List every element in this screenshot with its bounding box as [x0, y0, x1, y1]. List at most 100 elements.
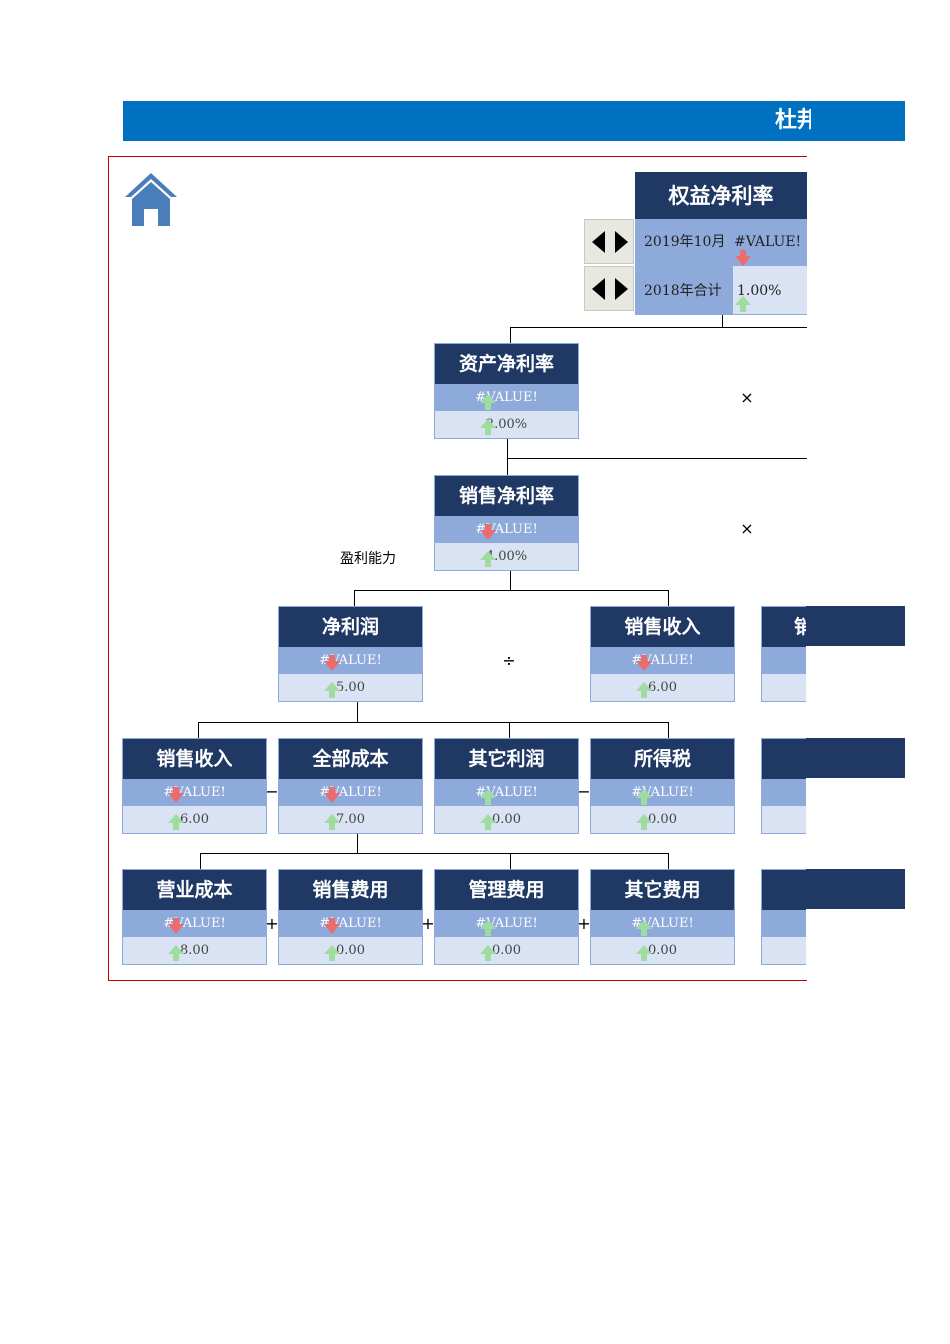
trend-down-icon [324, 655, 340, 671]
node-sales-revenue[interactable]: 销售收入 #VALUE! 6.00 [590, 606, 735, 702]
connector [357, 834, 358, 854]
node-current-value: #VALUE! [123, 779, 266, 806]
top-row-bg-1 [635, 219, 807, 266]
connector [200, 853, 669, 854]
node-partial-right[interactable]: 销 [761, 606, 806, 702]
trend-up-icon [168, 945, 184, 961]
node-current-value [762, 647, 806, 674]
operator-divide: ÷ [502, 651, 516, 670]
node-income-tax[interactable]: 所得税 #VALUE! 0.00 [590, 738, 735, 834]
period-switch-1[interactable] [584, 219, 634, 264]
operator-times: × [740, 519, 754, 538]
operator-times: × [740, 388, 754, 407]
trend-up-icon [480, 394, 496, 410]
trend-up-icon [480, 551, 496, 567]
node-current-value [762, 910, 806, 937]
node-current-value: #VALUE! [435, 384, 578, 411]
triangle-right-icon[interactable] [615, 231, 628, 253]
node-total-cost[interactable]: 全部成本 #VALUE! 7.00 [278, 738, 423, 834]
operator-plus: + [421, 914, 435, 933]
trend-up-icon [168, 814, 184, 830]
trend-down-icon [168, 787, 184, 803]
node-partial-right[interactable] [761, 869, 806, 965]
node-title: 管理费用 [435, 870, 578, 910]
node-prev-value: 8.00 [123, 937, 266, 964]
connector [198, 722, 669, 723]
top-node-header: 权益净利率 [635, 172, 807, 219]
node-prev-value: 0.00 [435, 806, 578, 833]
node-title: 销售净利率 [435, 476, 578, 516]
node-title [762, 739, 806, 779]
node-prev-value: 2.00% [435, 411, 578, 438]
node-prev-value: 0.00 [279, 937, 422, 964]
trend-down-icon [168, 918, 184, 934]
node-current-value: #VALUE! [279, 647, 422, 674]
title-banner: 杜邦 [123, 101, 905, 141]
node-current-value: #VALUE! [435, 910, 578, 937]
operator-plus: + [265, 914, 279, 933]
node-current-value: #VALUE! [591, 647, 734, 674]
node-asset-profit[interactable]: 资产净利率 #VALUE! 2.00% [434, 343, 579, 439]
top-period-1: 2019年10月 [644, 234, 726, 250]
trend-up-icon [324, 945, 340, 961]
node-current-value: #VALUE! [279, 779, 422, 806]
trend-up-icon [636, 814, 652, 830]
node-title: 净利润 [279, 607, 422, 647]
operator-plus: + [577, 914, 591, 933]
node-title: 营业成本 [123, 870, 266, 910]
node-title: 所得税 [591, 739, 734, 779]
node-admin-expense[interactable]: 管理费用 #VALUE! 0.00 [434, 869, 579, 965]
node-sales-profit[interactable]: 销售净利率 #VALUE! 4.00% [434, 475, 579, 571]
connector [722, 315, 723, 327]
node-title: 销售收入 [123, 739, 266, 779]
trend-up-icon [636, 945, 652, 961]
node-other-expense[interactable]: 其它费用 #VALUE! 0.00 [590, 869, 735, 965]
node-other-profit[interactable]: 其它利润 #VALUE! 0.00 [434, 738, 579, 834]
triangle-left-icon[interactable] [592, 231, 605, 253]
node-title: 销售费用 [279, 870, 422, 910]
banner-title: 杜邦 [775, 108, 811, 133]
node-title: 销售收入 [591, 607, 734, 647]
connector [198, 722, 199, 738]
node-prev-value: 6.00 [123, 806, 266, 833]
node-prev-value: 6.00 [591, 674, 734, 701]
period-switch-2[interactable] [584, 266, 634, 311]
trend-up-icon [480, 814, 496, 830]
trend-up-icon [636, 789, 652, 805]
node-partial-right-header-ext [806, 738, 905, 778]
node-prev-value: 7.00 [279, 806, 422, 833]
node-partial-right-header-ext [806, 606, 905, 646]
trend-down-icon [735, 250, 751, 266]
node-net-profit[interactable]: 净利润 #VALUE! 5.00 [278, 606, 423, 702]
connector [510, 327, 511, 343]
trend-up-icon [735, 296, 751, 312]
node-title [762, 870, 806, 910]
trend-up-icon [324, 682, 340, 698]
trend-down-icon [480, 524, 496, 540]
node-prev-value: 0.00 [591, 937, 734, 964]
node-partial-right-header-ext [806, 869, 905, 909]
trend-up-icon [636, 682, 652, 698]
top-value-2: 1.00% [737, 283, 782, 299]
node-current-value: #VALUE! [123, 910, 266, 937]
node-current-value: #VALUE! [591, 910, 734, 937]
node-sales-revenue-2[interactable]: 销售收入 #VALUE! 6.00 [122, 738, 267, 834]
node-title: 全部成本 [279, 739, 422, 779]
node-operating-cost[interactable]: 营业成本 #VALUE! 8.00 [122, 869, 267, 965]
node-title: 其它利润 [435, 739, 578, 779]
connector [354, 590, 669, 591]
node-selling-expense[interactable]: 销售费用 #VALUE! 0.00 [278, 869, 423, 965]
node-prev-value [762, 806, 806, 833]
triangle-left-icon[interactable] [592, 278, 605, 300]
home-icon[interactable] [123, 171, 179, 227]
triangle-right-icon[interactable] [615, 278, 628, 300]
node-prev-value: 4.00% [435, 543, 578, 570]
node-prev-value: 5.00 [279, 674, 422, 701]
node-partial-right[interactable] [761, 738, 806, 834]
node-title: 销 [762, 607, 806, 647]
trend-up-icon [480, 920, 496, 936]
node-current-value: #VALUE! [591, 779, 734, 806]
node-current-value: #VALUE! [435, 779, 578, 806]
connector [668, 853, 669, 869]
operator-minus: − [265, 782, 279, 801]
